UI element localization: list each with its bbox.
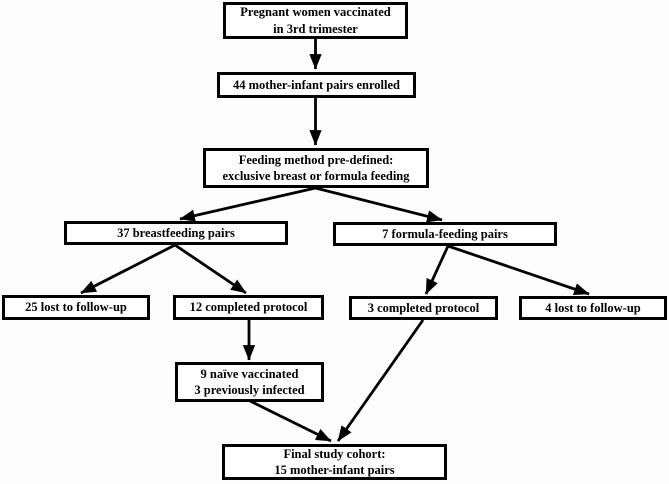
arrow-naive-to-final [249,399,332,443]
node-text-line: 44 mother-infant pairs enrolled [232,77,400,92]
node-pairs-enrolled: 44 mother-infant pairs enrolled [217,72,416,98]
node-text-line: Pregnant women vaccinated [240,5,391,20]
node-formula-completed-protocol: 3 completed protocol [349,296,498,320]
node-feeding-method: Feeding method pre-defined: exclusive br… [203,148,429,188]
node-text-line: 37 breastfeeding pairs [117,225,235,240]
node-text-line: 4 lost to follow-up [545,300,641,315]
arrow-formula-to-completed [424,245,450,295]
node-text-line: 3 completed protocol [367,300,480,315]
node-final-study-cohort: Final study cohort: 15 mother-infant pai… [222,444,447,480]
node-breastfeeding-completed-protocol: 12 completed protocol [173,295,324,320]
node-pregnant-women-vaccinated: Pregnant women vaccinated in 3rd trimest… [223,2,408,39]
node-text-line: 7 formula-feeding pairs [382,226,508,241]
node-naive-vaccinated-previously-infected: 9 naïve vaccinated 3 previously infected [175,362,324,402]
arrow-breastfeeding-to-lost [80,243,176,295]
node-text-line: 3 previously infected [194,383,305,397]
arrow-feeding-to-breastfeeding [179,186,316,222]
node-text-line: Final study cohort: [283,446,386,461]
node-formula-lost-to-followup: 4 lost to follow-up [519,296,667,320]
node-text-line: Feeding method pre-defined: [238,152,394,167]
arrow-feeding-to-formula [315,186,443,223]
arrow-breastfeeding-to-completed [174,243,247,295]
node-text-line: exclusive breast or formula feeding [222,169,410,183]
arrow-formula-to-lost [447,244,590,296]
node-text-line: 25 lost to follow-up [25,300,127,315]
node-breastfeeding-pairs: 37 breastfeeding pairs [64,221,288,245]
node-text-line: 15 mother-infant pairs [274,463,395,477]
node-text-line: in 3rd trimester [273,21,358,36]
node-formula-feeding-pairs: 7 formula-feeding pairs [333,222,557,246]
node-breastfeeding-lost-to-followup: 25 lost to follow-up [2,295,150,320]
node-text-line: 12 completed protocol [189,300,308,315]
arrow-ff-completed-to-final [336,319,425,442]
node-text-line: 9 naïve vaccinated [200,366,299,381]
